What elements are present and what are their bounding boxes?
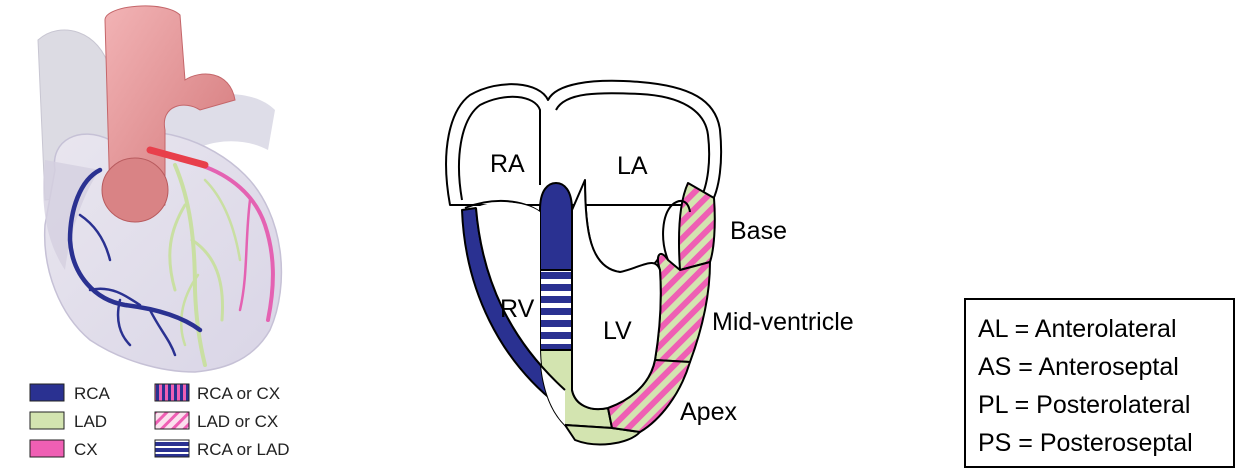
abbr-pl: PL = Posterolateral	[978, 386, 1233, 424]
label-lv: LV	[603, 317, 632, 345]
legend-swatch-lad-or-cx	[155, 412, 189, 429]
label-base: Base	[730, 217, 787, 245]
abbr-as: AS = Anteroseptal	[978, 348, 1233, 386]
lateral-wall-basal	[679, 183, 715, 270]
heart-illustration	[38, 6, 281, 372]
lateral-wall-mid	[655, 254, 710, 362]
lv-cavity	[572, 180, 661, 409]
legend-swatch-rca-or-lad	[155, 440, 189, 457]
legend-swatch-lad	[30, 412, 64, 429]
heart-legend: RCA LAD CX RCA or CX LAD or CX RCA or LA…	[30, 384, 290, 459]
label-mid-ventricle: Mid-ventricle	[712, 308, 854, 336]
legend-label-rca-or-cx: RCA or CX	[197, 384, 280, 403]
legend-label-cx: CX	[74, 440, 98, 459]
septum-mid	[540, 270, 572, 350]
label-ra: RA	[490, 150, 525, 178]
label-apex: Apex	[680, 398, 737, 426]
legend-label-rca-or-lad: RCA or LAD	[197, 440, 290, 459]
legend-swatch-rca	[30, 384, 64, 401]
legend-label-rca: RCA	[74, 384, 111, 403]
legend-swatch-cx	[30, 440, 64, 457]
aortic-root	[102, 158, 168, 222]
legend-label-lad: LAD	[74, 412, 107, 431]
legend-label-lad-or-cx: LAD or CX	[197, 412, 278, 431]
four-chamber-schematic	[446, 81, 721, 445]
label-rv: RV	[500, 295, 535, 323]
septum-basal	[540, 183, 572, 270]
abbreviation-key: AL = Anterolateral AS = Anteroseptal PL …	[964, 298, 1235, 468]
abbr-ps: PS = Posteroseptal	[978, 424, 1233, 462]
abbr-al: AL = Anterolateral	[978, 310, 1233, 348]
label-la: LA	[617, 152, 648, 180]
legend-swatch-rca-or-cx	[155, 384, 189, 401]
